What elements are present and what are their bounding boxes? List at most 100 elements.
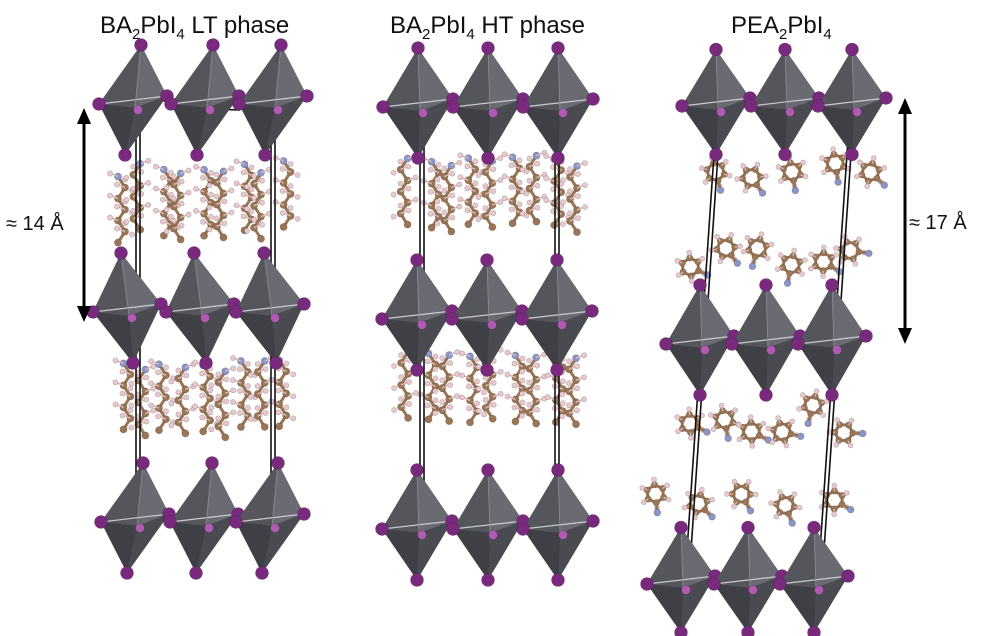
pbi6-octahedron [515,253,599,377]
hydrogen-atom [820,273,826,279]
hydrogen-atom [497,390,504,397]
nitrogen-atom [724,434,732,443]
hydrogen-atom [244,183,250,190]
carbon-atom [445,417,454,425]
hydrogen-atom [490,401,497,408]
hydrogen-atom [163,228,170,235]
hydrogen-atom [424,380,431,387]
hydrogen-atom [501,173,508,180]
hydrogen-atom [475,216,482,223]
octahedron-edge [556,259,560,324]
phenyl-ring [674,406,711,441]
hydrogen-atom [582,204,588,210]
hydrogen-atom [544,394,551,401]
phenyl-ring [765,415,805,449]
iodine-atom [205,105,215,115]
carbon-atom [464,220,473,229]
hydrogen-atom [208,404,215,411]
iodine-atom [791,337,805,351]
butylammonium-chain [107,170,135,247]
hydrogen-atom [508,162,515,169]
title-ba-ht-part: BA [390,12,422,39]
iodine-atom [410,573,424,587]
iodine-atom [300,89,314,103]
hydrogen-atom [447,382,454,388]
hydrogen-atom [150,385,157,392]
hydrogen-atom [475,385,482,392]
octahedron-face [99,104,135,155]
iodine-atom [187,246,201,260]
hydrogen-atom [567,188,573,194]
phenyl-ring [724,478,759,515]
pbi6-octahedron [376,41,460,165]
iodine-atom [410,463,424,477]
hydrogen-atom [398,374,404,380]
hydrogen-atom [123,196,130,203]
iodine-atom [551,151,565,165]
hydrogen-atom [681,504,688,511]
octahedron-face [382,529,419,580]
octahedron-face [780,527,816,588]
hydrogen-atom [112,401,119,408]
iodine-atom [811,99,825,113]
hydrogen-atom [247,416,254,422]
octahedron-face [732,344,768,395]
iodine-atom [297,297,311,311]
carbon-atom [550,177,559,186]
pbi6-octahedron [791,278,873,402]
octahedron-edge [274,44,282,109]
octahedron-face [202,304,234,363]
octahedron-face [647,584,683,633]
hydrogen-atom [566,358,572,365]
iodine-atom [229,305,243,319]
hydrogen-atom [504,371,511,378]
phenyl-ring [768,489,803,527]
hydrogen-atom [163,184,170,191]
pbi6-octahedron [707,520,789,636]
nitrogen-atom [846,505,855,514]
octahedron-face [272,304,304,363]
hydrogen-atom [501,195,508,202]
carbon-atom [250,223,258,232]
hydrogen-atom [567,210,573,216]
octahedron-edge [831,284,835,349]
hydrogen-atom [439,377,446,383]
octahedron-face [93,253,129,316]
hydrogen-atom [466,383,472,390]
hydrogen-atom [833,245,839,252]
hydrogen-atom [856,236,862,243]
hydrogen-atom [519,188,526,195]
hydrogen-atom [475,172,482,179]
pbi6-octahedron [229,456,311,580]
octahedron-edge [381,310,453,320]
hydrogen-atom [230,409,237,416]
octahedron-face [751,49,787,110]
hydrogen-atom [398,352,404,358]
iodine-atom [273,105,283,115]
hydrogen-atom [152,185,159,192]
carbon-atom [260,423,269,431]
hydrogen-atom [519,412,526,419]
octahedron-edge [765,284,769,349]
hydrogen-atom [287,183,294,189]
phenyl-ring [807,244,844,279]
hydrogen-atom [424,402,431,409]
hydrogen-atom [245,383,251,389]
hydrogen-atom [675,272,682,278]
hydrogen-atom [501,151,508,158]
butylammonium-chain [501,151,530,228]
hydrogen-atom [221,176,228,183]
iodine-atom [481,463,495,477]
hydrogen-atom [768,500,774,506]
hydrogen-atom [432,388,439,394]
hydrogen-atom [251,172,257,179]
iodine-atom [640,577,654,591]
hydrogen-atom [262,388,269,394]
pbi6-octahedron [229,246,311,370]
octahedron-face [264,253,304,316]
iodine-atom [270,523,280,533]
iodine-atom [675,99,689,113]
iodine-atom [257,246,271,260]
octahedron-face [488,48,523,111]
hydrogen-atom [740,163,746,169]
